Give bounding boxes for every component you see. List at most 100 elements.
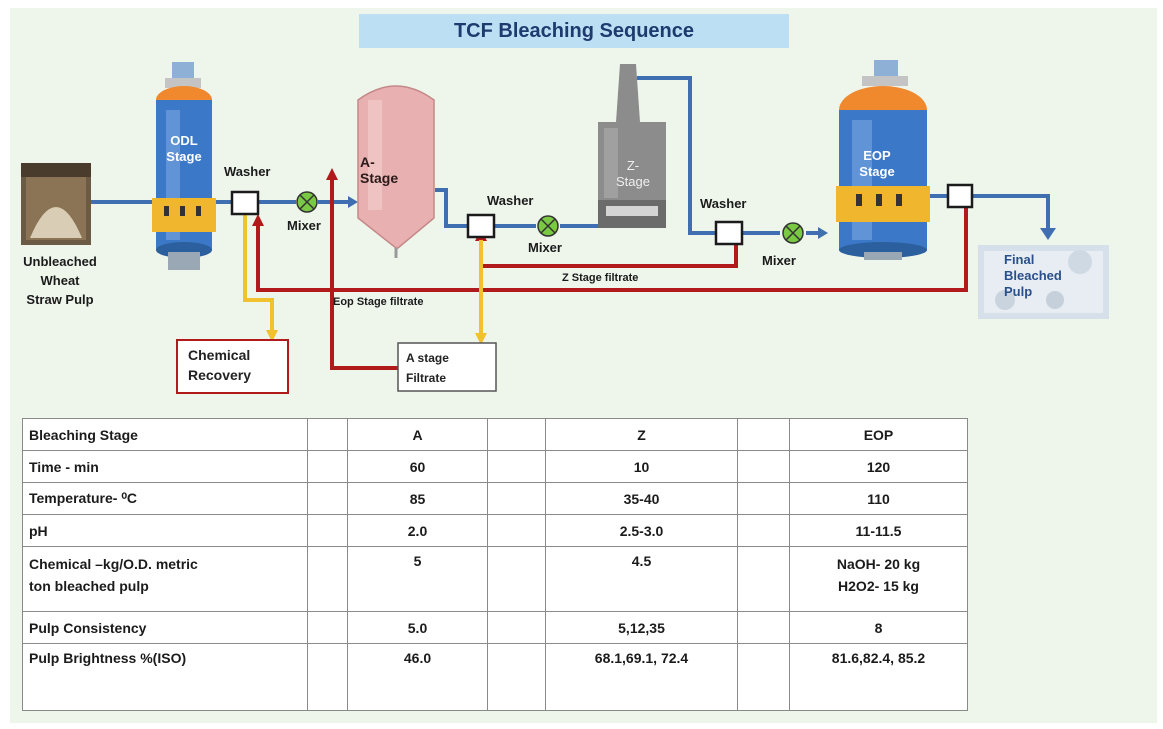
mixer-2-icon [537,215,559,237]
table-cell [737,450,790,483]
table-cell [307,482,348,515]
table-cell [307,643,348,711]
table-row: Temperature- ⁰C 85 35-40 110 [22,482,968,515]
table-header-cell [487,418,546,451]
table-cell: 4.5 [545,546,738,612]
table-cell [307,611,348,644]
mixer-1-icon [296,191,318,213]
table-cell [307,514,348,547]
table-cell: 60 [347,450,488,483]
table-cell [487,514,546,547]
recovery-line [243,215,274,332]
table-header-cell: Z [545,418,738,451]
table-cell [737,546,790,612]
unbleached-pulp-image [21,163,91,245]
table-cell: NaOH- 20 kg H2O2- 15 kg [789,546,968,612]
table-cell: Time - min [22,450,308,483]
z-filtrate-label: Z Stage filtrate [562,272,639,284]
table-cell: 2.5-3.0 [545,514,738,547]
title-banner [359,14,789,48]
table-row: Chemical –kg/O.D. metric ton bleached pu… [22,546,968,612]
table-row: Pulp Consistency 5.0 5,12,35 8 [22,611,968,644]
arrow-head [252,214,264,226]
table-cell [737,482,790,515]
mixer-label-3: Mixer [762,253,796,268]
table-cell: 5,12,35 [545,611,738,644]
arrow-head [818,227,828,239]
bleached-pulp-image [978,245,1109,319]
table-cell [487,611,546,644]
washer-2 [466,213,496,239]
table-cell [487,482,546,515]
z-tower [598,64,666,228]
arrow-head [475,333,487,345]
table-cell [737,611,790,644]
arrow-head [348,196,358,208]
a-filtrate-box [397,342,497,392]
table-cell: 5 [347,546,488,612]
arrow-head [326,168,338,180]
table-cell: Chemical –kg/O.D. metric ton bleached pu… [22,546,308,612]
main-pipes [91,76,1050,235]
table-cell: 2.0 [347,514,488,547]
table-header-cell [737,418,790,451]
table-cell: 5.0 [347,611,488,644]
input-label: Unbleached Wheat Straw Pulp [23,254,97,307]
mixer-label-1: Mixer [287,218,321,233]
table-header-row: Bleaching Stage A Z EOP [22,418,968,451]
table-cell [737,514,790,547]
table-row: pH 2.0 2.5-3.0 11-11.5 [22,514,968,547]
mixer-label-2: Mixer [528,240,562,255]
table-row: Time - min 60 10 120 [22,450,968,483]
mixer-3-icon [782,222,804,244]
eop-filtrate-label: Eop Stage filtrate [333,296,424,308]
table-cell: 85 [347,482,488,515]
washer-label-1: Washer [224,164,271,179]
table-cell [487,643,546,711]
eop-filtrate-line [256,207,968,292]
table-header-cell: EOP [789,418,968,451]
a-filtrate-to-recovery-line [330,175,398,370]
chemical-recovery-label: Chemical Recovery [188,347,252,383]
arrow-head [266,330,278,342]
table-cell: pH [22,514,308,547]
washer-3 [714,220,744,246]
odl-tower [152,62,216,270]
z-stage-label: Z- Stage [616,158,650,189]
slide-title: TCF Bleaching Sequence [453,20,695,42]
table-cell [737,643,790,711]
eop-tower [836,60,930,260]
table-cell: 11-11.5 [789,514,968,547]
table-cell: 35-40 [545,482,738,515]
table-cell: 68.1,69.1, 72.4 [545,643,738,711]
odl-stage-label: ODL Stage [166,133,202,164]
washer-label-3: Washer [700,196,747,211]
table-cell: 81.6,82.4, 85.2 [789,643,968,711]
table-cell [307,546,348,612]
a-tower [357,85,435,258]
table-row: Pulp Brightness %(ISO) 46.0 68.1,69.1, 7… [22,643,968,711]
a-stage-label: A- Stage [360,154,399,186]
z-filtrate-line [479,237,738,268]
table-cell: Pulp Brightness %(ISO) [22,643,308,711]
washer-4 [946,183,974,209]
washer-label-2: Washer [487,193,534,208]
table-cell [487,546,546,612]
table-cell: 10 [545,450,738,483]
table-cell: 120 [789,450,968,483]
table-cell: 46.0 [347,643,488,711]
table-cell: 8 [789,611,968,644]
table-cell [487,450,546,483]
bleaching-data-table: Bleaching Stage A Z EOP Time - min 60 10… [22,418,968,711]
table-header-cell [307,418,348,451]
table-cell: Temperature- ⁰C [22,482,308,515]
table-cell: Pulp Consistency [22,611,308,644]
arrow-head [1040,228,1056,240]
table-header-cell: Bleaching Stage [22,418,308,451]
a-filtrate-label: A stage Filtrate [406,351,449,385]
table-header-cell: A [347,418,488,451]
output-label: Final Bleached Pulp [1004,252,1062,299]
table-cell: 110 [789,482,968,515]
